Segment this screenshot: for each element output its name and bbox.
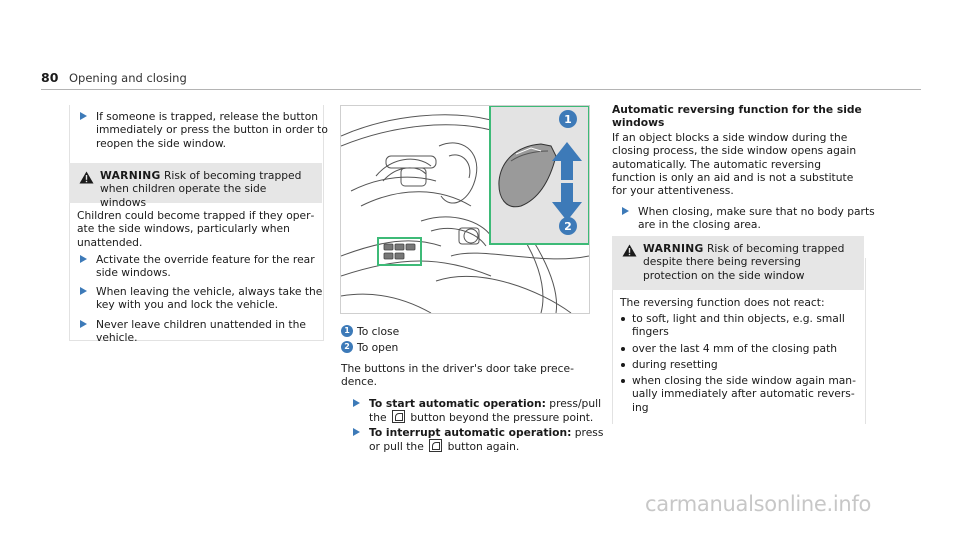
warning-header-children: WARNING Risk of becoming trapped when ch… <box>69 163 322 209</box>
warning-label: WARNING <box>643 242 704 255</box>
warning-triangle-icon <box>79 171 94 184</box>
warning-title: Risk of becoming trapped despite there b… <box>643 242 845 282</box>
watermark: carmanualsonline.info <box>645 492 872 516</box>
page-number: 80 <box>41 70 59 85</box>
reversing-body: If an object blocks a side window during… <box>612 131 857 198</box>
section-title: Opening and closing <box>69 71 187 85</box>
step-start-automatic: To start automatic operation: press/pull… <box>352 397 605 425</box>
window-button-icon <box>391 410 405 424</box>
warning-header-reversing: WARNING Risk of becoming trapped despite… <box>612 236 864 290</box>
list-item: when closing the side window again man­u… <box>620 374 856 414</box>
callout-2-label: 2 <box>564 220 572 233</box>
step-arrow-icon <box>80 112 87 120</box>
right-warning-box <box>612 258 866 424</box>
step-interrupt-automatic: To interrupt automatic operation: press … <box>352 426 605 454</box>
step-arrow-icon <box>622 207 629 215</box>
warning-label: WARNING <box>100 169 161 182</box>
step-arrow-icon <box>80 287 87 295</box>
step-activate-override: Activate the override feature for the re… <box>79 253 326 280</box>
left-column-box <box>69 105 324 341</box>
reversing-exceptions-list: to soft, light and thin objects, e.g. sm… <box>620 312 856 417</box>
warning-triangle-icon <box>622 244 637 257</box>
callout-badge: 1 <box>341 325 353 337</box>
door-panel-illustration: 1 2 <box>340 105 590 314</box>
step-arrow-icon <box>353 399 360 407</box>
step-arrow-icon <box>80 255 87 263</box>
key-item-open: 2 To open <box>341 341 398 354</box>
callout-1-label: 1 <box>564 113 572 126</box>
warning-body-children: Children could become trapped if they op… <box>77 209 315 249</box>
precedence-note: The buttons in the driver's door take pr… <box>341 362 574 389</box>
window-button-icon <box>429 439 443 453</box>
reversing-warning-intro: The reversing function does not react: <box>620 296 825 309</box>
page-header: 80 Opening and closing <box>41 67 921 90</box>
reversing-heading: Automatic reversing function for the sid… <box>612 103 862 130</box>
warning-title: Risk of becoming trapped when children o… <box>100 169 302 209</box>
step-arrow-icon <box>353 428 360 436</box>
list-item: to soft, light and thin objects, e.g. sm… <box>620 312 856 339</box>
list-item: over the last 4 mm of the closing path <box>620 342 856 355</box>
door-panel-drawing: 1 2 <box>341 106 589 313</box>
step-take-key: When leaving the vehicle, always take th… <box>79 285 326 312</box>
key-item-close: 1 To close <box>341 325 399 338</box>
step-release-trapped: If someone is trapped, release the but­t… <box>79 110 332 150</box>
list-item: during resetting <box>620 358 856 371</box>
step-never-leave-children: Never leave children unattended in the v… <box>79 318 326 345</box>
callout-badge: 2 <box>341 341 353 353</box>
step-closing-body-parts: When closing, make sure that no body par… <box>621 205 878 232</box>
step-arrow-icon <box>80 320 87 328</box>
